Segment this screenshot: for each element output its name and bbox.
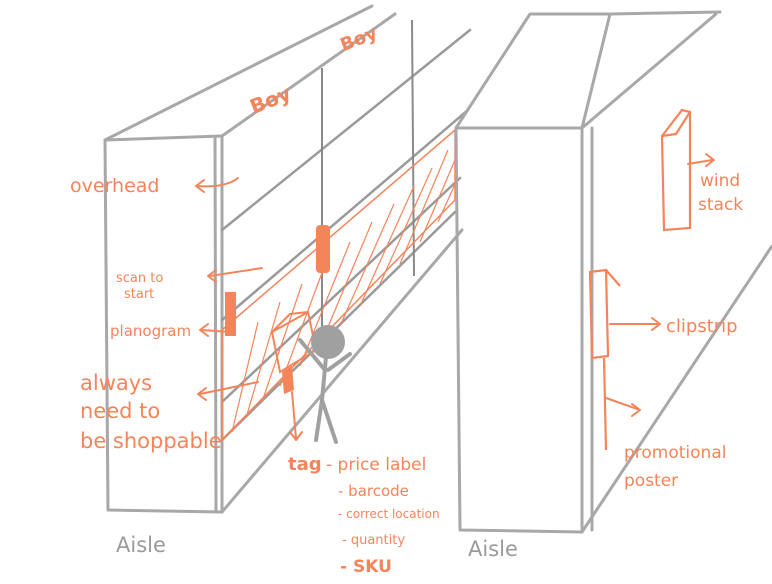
shelf-items [225, 225, 330, 394]
promotional-poster-label-line1: promotional [624, 443, 726, 463]
scan-to-start-label-line1: scan to [116, 271, 163, 286]
always-label-line3: be shoppable [80, 429, 222, 453]
scan-device [225, 292, 236, 336]
clipstrip-label: clipstrip [666, 316, 738, 337]
always-label-line2: need to [80, 399, 160, 423]
wind-stack-label-line2: stack [698, 195, 743, 215]
price-label-item: - price label [326, 455, 426, 475]
promotional-poster-shape [602, 357, 608, 451]
hatch-outline [221, 128, 456, 442]
sku-item: - SKU [340, 557, 392, 577]
boy-label-1: Boy [246, 81, 294, 119]
right-shelf-back-edge [580, 12, 718, 130]
left-shelf-back-post [213, 136, 218, 514]
left-shelf-top-face [103, 4, 397, 142]
wind-stack-label-line1: wind [700, 171, 740, 191]
figure-arm [298, 338, 327, 372]
planogram-label: planogram [110, 322, 191, 340]
shopper-figure [298, 325, 352, 444]
hatch-line [245, 301, 281, 419]
right-shelf-side-top [608, 10, 722, 16]
overhead-label: overhead [70, 175, 159, 197]
hatch-line [379, 167, 433, 285]
left-shelf-unit [103, 4, 464, 514]
pole-2 [411, 19, 415, 277]
hatch-line [419, 159, 456, 243]
aisle-label-left: Aisle [116, 533, 166, 557]
scan-to-start-label-line2: start [124, 287, 154, 302]
wind-arrow [687, 153, 715, 167]
wind-stack-shape [660, 108, 692, 232]
clipstrip-arrow [609, 317, 661, 331]
hatch-line [299, 241, 351, 367]
left-shelf-bottom-edge [220, 228, 464, 514]
shelf-line-4 [220, 210, 457, 442]
overhead-arrow [195, 177, 239, 193]
quantity-item: - quantity [342, 533, 405, 548]
annotation-labels: Boy Boy overhead scan to start planogram… [70, 22, 743, 577]
planogram-arrow [199, 323, 231, 337]
tag-label: tag [288, 454, 322, 475]
right-shelf-items [588, 108, 692, 451]
hatch-line [399, 149, 449, 265]
annotation-arrows [195, 153, 715, 441]
clipstrip-shape [588, 268, 621, 360]
hatch-line [359, 185, 415, 307]
always-label-line1: always [80, 371, 152, 395]
hatch-line [279, 261, 327, 387]
tag-arrow [289, 391, 303, 441]
right-shelf-front-face [454, 126, 584, 534]
promotional-poster-label-line2: poster [624, 471, 678, 491]
aisle-label-right: Aisle [468, 537, 518, 561]
hatch-line [339, 203, 395, 327]
boy-label-2: Boy [337, 22, 380, 56]
correct-location-item: - correct location [338, 507, 440, 521]
hatch-line [231, 321, 259, 433]
always-arrow [197, 381, 259, 401]
right-shelf-bottom-edge [580, 244, 772, 534]
figure-head [311, 325, 345, 359]
barcode-item: - barcode [338, 482, 409, 500]
hanging-poles [321, 19, 415, 330]
promo-arrow [605, 397, 641, 417]
shelf-line-1 [220, 28, 472, 232]
overhead-tag [316, 225, 330, 273]
hatch-line [261, 283, 303, 403]
right-shelf-top-edge [454, 12, 612, 130]
shelf-line-2 [220, 108, 470, 322]
price-tag-shape [282, 366, 294, 394]
scan-to-start-arrow [207, 267, 263, 283]
figure-arm-2 [326, 352, 352, 372]
hatch-line [437, 183, 456, 223]
shoppable-hatch [221, 128, 456, 442]
